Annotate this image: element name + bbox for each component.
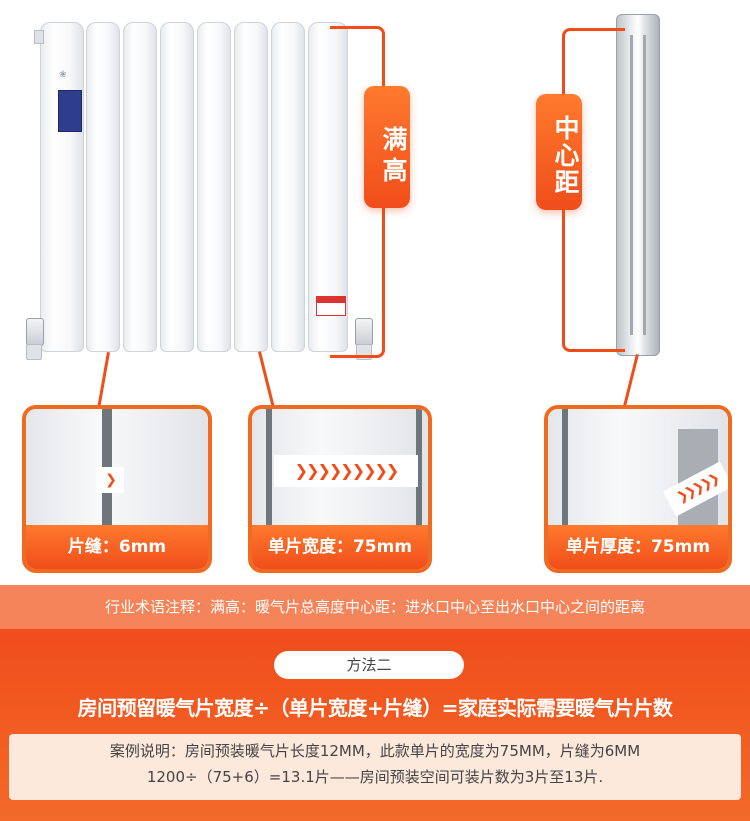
radiator-fin [123, 22, 157, 352]
warning-sticker [316, 296, 346, 316]
width-arrow-strip: ❯❯❯❯❯❯❯❯❯ [274, 455, 418, 487]
side-groove [630, 35, 633, 335]
width-caption: 单片宽度：75mm [252, 525, 428, 569]
method-title-pill: 方法二 [274, 651, 464, 679]
thickness-closeup-image: ❯❯❯❯❯ [548, 409, 728, 529]
method-formula: 房间预留暖气片宽度÷（单片宽度+片缝）=家庭实际需要暖气片片数 [77, 696, 673, 720]
terminology-note: 行业术语注释：满高：暖气片总高度中心距：进水口中心至出水口中心之间的距离 [0, 585, 750, 629]
radiator-fin [197, 22, 231, 352]
case-line-1: 案例说明：房间预装暖气片长度12MM，此款单片的宽度为75MM，片缝为6MM [109, 742, 641, 760]
connector-line [622, 354, 639, 410]
connector-line [96, 352, 110, 410]
detail-panel-thickness: ❯❯❯❯❯ 单片厚度：75mm [544, 405, 732, 573]
radiator-fin [86, 22, 120, 352]
top-pipe-cap [34, 30, 44, 44]
detail-panel-gap: ❯ 片缝：6mm [22, 405, 212, 573]
width-closeup-image: ❯❯❯❯❯❯❯❯❯ [252, 409, 428, 529]
full-height-callout: 满高 [364, 86, 410, 208]
gap-arrow-icon: ❯ [96, 467, 124, 493]
radiator-fin [234, 22, 268, 352]
radiator-front-view [40, 22, 352, 352]
side-groove [643, 35, 646, 335]
radiator-fin [40, 22, 84, 352]
radiator-fin [160, 22, 194, 352]
center-distance-callout: 中心距 [536, 94, 582, 210]
brand-logo-icon: ❀ [59, 70, 67, 80]
inlet-pipe [26, 344, 42, 360]
case-line-2: 1200÷（75+6）=13.1片——房间预装空间可装片数为3片至13片. [146, 768, 604, 786]
radiator-fin [271, 22, 305, 352]
gap-closeup-image: ❯ [26, 409, 208, 529]
thickness-caption: 单片厚度：75mm [548, 525, 728, 569]
product-label-sticker [58, 90, 82, 132]
inlet-valve-icon [26, 318, 44, 346]
gap-caption: 片缝：6mm [26, 525, 208, 569]
case-description-box [9, 734, 741, 800]
detail-panel-width: ❯❯❯❯❯❯❯❯❯ 单片宽度：75mm [248, 405, 432, 573]
connector-line [258, 351, 275, 409]
